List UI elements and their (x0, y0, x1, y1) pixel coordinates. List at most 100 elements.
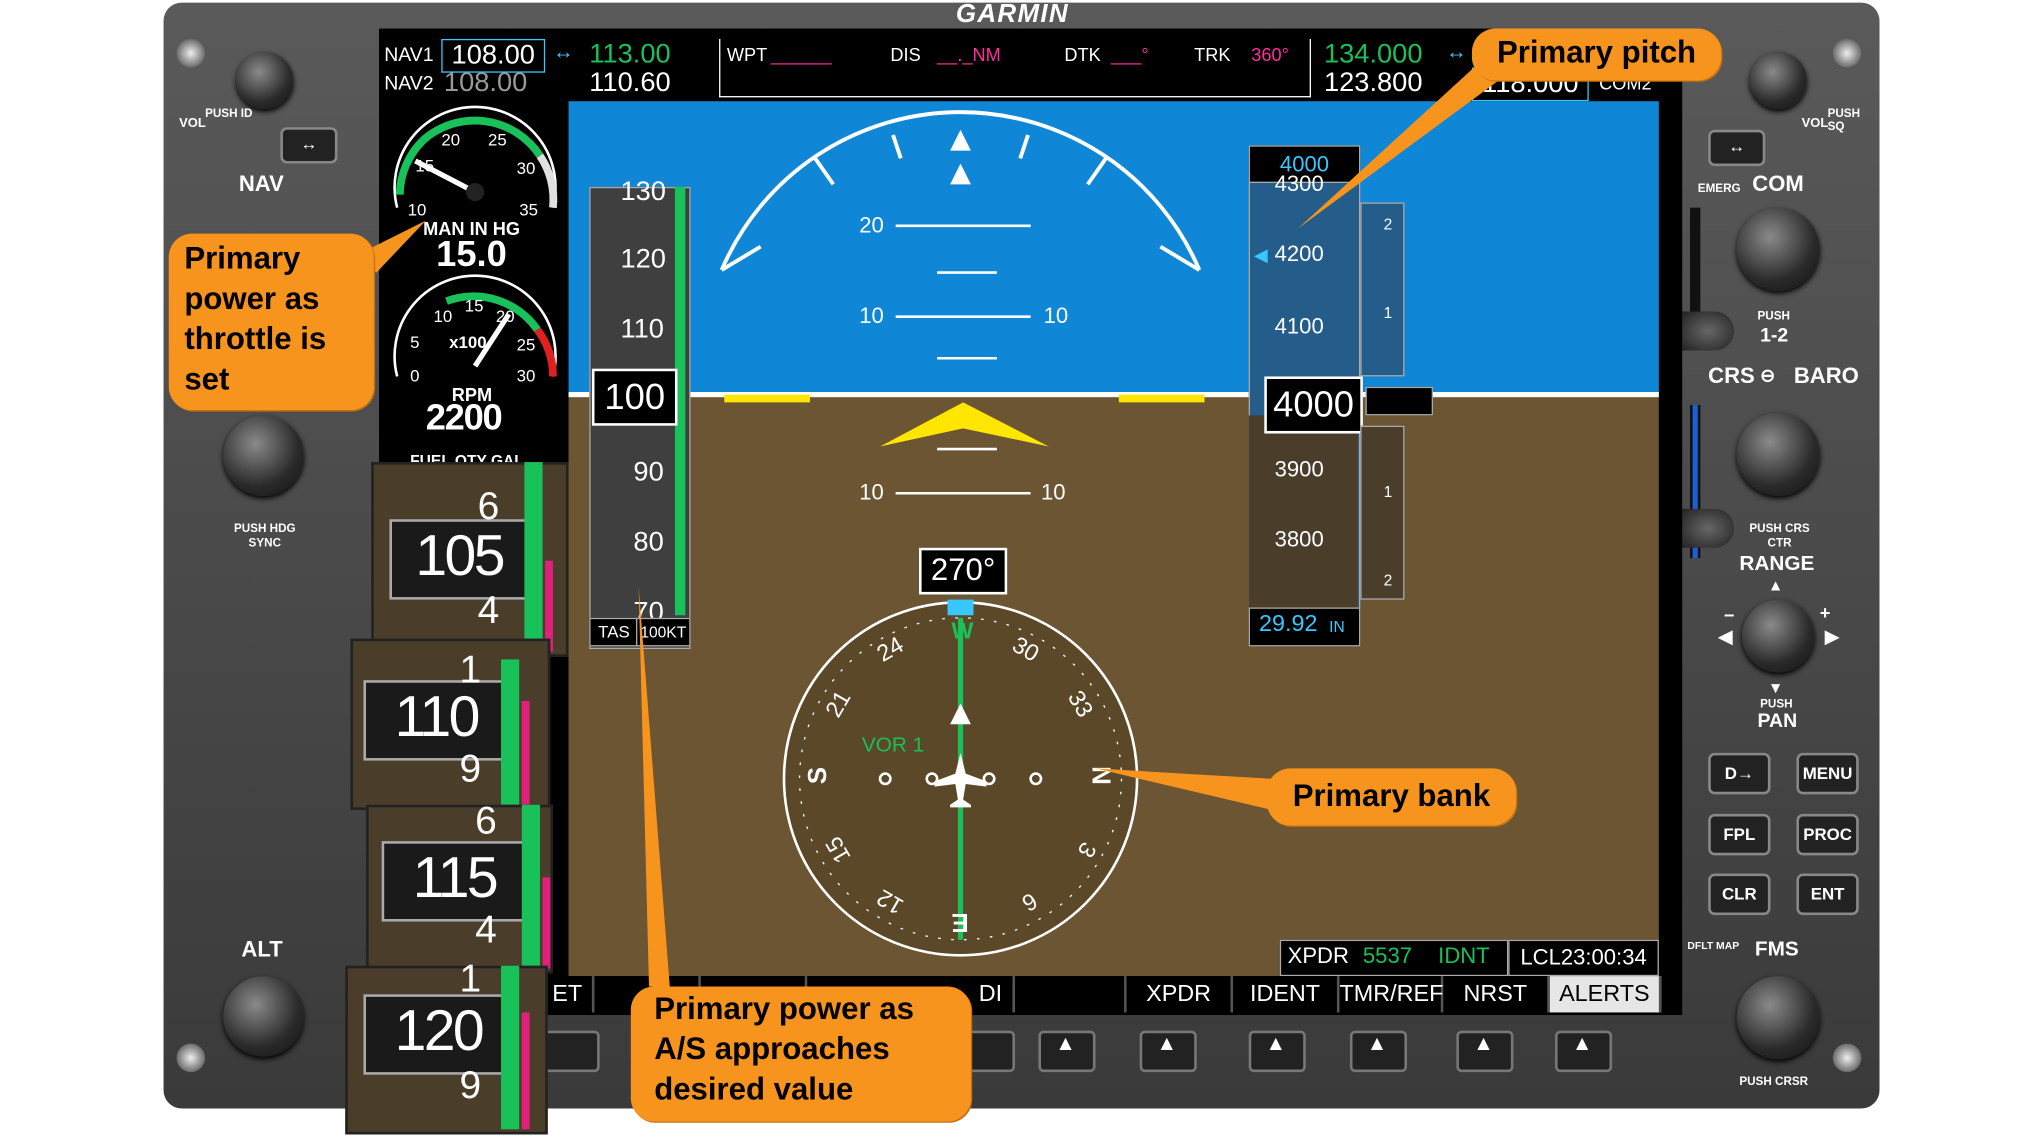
transponder-status-box (1279, 939, 1509, 977)
airspeed-tick-110: 110 (620, 314, 664, 344)
screw-top-left (176, 38, 206, 68)
baro-setting-box[interactable] (1248, 607, 1361, 647)
screw-top-right (1832, 38, 1862, 68)
vsi-tick-2-up: 2 (1383, 215, 1393, 234)
soft-button-6-arrow-icon: ▲ (1156, 1033, 1178, 1056)
screw-bottom-right (1832, 1043, 1862, 1073)
nav-swap-button[interactable]: ↔ (280, 127, 338, 164)
rpm-tick-15: 15 (464, 295, 484, 316)
callout-primary-power-throttle: Primary power as throttle is set (168, 233, 374, 411)
rpm-value: 2200 (425, 397, 503, 438)
baro-label: BARO (1793, 363, 1859, 389)
snapshot-3-trend (542, 877, 551, 969)
fms-knob[interactable] (1736, 976, 1820, 1060)
soft-button-6[interactable] (1139, 1030, 1197, 1073)
range-knob[interactable] (1741, 599, 1815, 673)
airspeed-green-arc (674, 186, 686, 616)
snapshot-4-top-digit: 1 (459, 957, 482, 1001)
map-tick-15: 15 (415, 155, 435, 176)
push-crs-ctr-label: PUSH CRS CTR (1749, 521, 1810, 550)
crs-baro-knob[interactable] (1736, 412, 1820, 496)
rpm-tick-0: 0 (410, 366, 420, 386)
pitch-label-10-right: 10 (1043, 303, 1069, 329)
menu-button[interactable]: MENU (1796, 752, 1859, 795)
nav-transfer-arrow-icon: ↔ (552, 41, 574, 64)
snapshot-1-bottom-digit: 4 (477, 589, 500, 633)
snapshot-2-top-digit: 1 (459, 649, 482, 692)
bank-pointer (1095, 768, 1273, 810)
roll-pointer-icon (950, 163, 971, 185)
softkey-1[interactable]: ET (542, 976, 595, 1013)
com-swap-button[interactable]: ↔ (1708, 129, 1766, 167)
soft-button-8-arrow-icon: ▲ (1366, 1033, 1388, 1056)
range-minus-icon: − (1723, 604, 1735, 626)
softkey-nrst[interactable]: NRST (1443, 976, 1550, 1013)
nav1-standby-frequency[interactable]: 113.00 (589, 38, 671, 69)
vsi-pointer (1365, 386, 1433, 416)
baro-unit: IN (1329, 617, 1345, 637)
tas-label: TAS (589, 617, 639, 647)
nav2-standby-frequency[interactable]: 110.60 (589, 67, 671, 98)
map-label: MAN IN HG (423, 218, 521, 239)
soft-button-9[interactable] (1456, 1030, 1514, 1073)
com2-active-frequency[interactable]: 123.800 (1323, 67, 1423, 98)
push-12-small: PUSH (1757, 308, 1790, 322)
clr-button[interactable]: CLR (1708, 873, 1771, 916)
softkey-5[interactable] (1020, 976, 1127, 1013)
xpdr-label: XPDR (1287, 943, 1349, 969)
selected-altitude[interactable]: 4000 (1248, 145, 1361, 185)
fpl-button[interactable]: FPL (1708, 813, 1771, 856)
range-down-arrow-icon: ▼ (1767, 678, 1784, 698)
softkey-xpdr[interactable]: XPDR (1126, 976, 1234, 1013)
map-tick-20: 20 (441, 129, 461, 150)
trk-label: TRK (1194, 44, 1231, 65)
rpm-tick-20: 20 (495, 306, 515, 326)
nav2-active-frequency[interactable]: 108.00 (443, 67, 528, 98)
snapshot-1-value: 105 (415, 524, 505, 588)
nav-volume-knob[interactable] (236, 51, 294, 110)
proc-button[interactable]: PROC (1796, 813, 1859, 856)
baro-slider-handle[interactable] (1682, 508, 1735, 548)
soft-button-10-arrow-icon: ▲ (1571, 1033, 1593, 1056)
softkey-ident[interactable]: IDENT (1233, 976, 1340, 1013)
map-value: 15.0 (436, 233, 507, 274)
attitude-sky (568, 101, 1659, 395)
altitude-tape-lower (1248, 415, 1358, 608)
com-volume-knob[interactable] (1749, 51, 1807, 110)
soft-button-7[interactable] (1248, 1030, 1306, 1073)
roll-index-icon (950, 129, 971, 151)
com-vol-label: VOL (1801, 116, 1829, 132)
com1-active-frequency[interactable]: 134.000 (1323, 38, 1423, 69)
pitch-label-20: 20 (859, 212, 884, 238)
soft-button-5[interactable] (1038, 1030, 1096, 1073)
nav1-active-frequency[interactable]: 108.00 (441, 38, 546, 73)
direct-to-button[interactable]: D→ (1708, 752, 1771, 795)
snapshot-4-value: 120 (394, 999, 485, 1064)
pitch-label-minus10-left: 10 (859, 480, 884, 505)
range-up-arrow-icon: ▲ (1767, 576, 1784, 595)
com-slider-handle[interactable] (1682, 311, 1735, 351)
airspeed-tick-90: 90 (633, 456, 664, 487)
soft-button-8[interactable] (1349, 1030, 1408, 1073)
softkey-tmr-ref[interactable]: TMR/REF (1339, 976, 1444, 1013)
rpm-label: RPM (451, 384, 493, 405)
vsi-tick-1-down: 1 (1383, 482, 1393, 502)
range-right-arrow-icon: ▶ (1824, 625, 1839, 647)
rpm-tick-30: 30 (516, 366, 536, 386)
snapshot-2-value: 110 (394, 685, 481, 749)
snapshot-4-readout-box (363, 994, 512, 1075)
ent-button[interactable]: ENT (1796, 873, 1859, 916)
pitch-pointer (1298, 62, 1506, 229)
alt-knob[interactable] (223, 976, 304, 1057)
softkey-alerts[interactable]: ALERTS (1549, 976, 1662, 1013)
soft-button-10[interactable] (1555, 1030, 1613, 1073)
snapshot-3-value: 115 (412, 846, 499, 910)
com-knob[interactable] (1736, 207, 1820, 291)
rpm-tick-10: 10 (433, 306, 453, 326)
hdg-knob[interactable] (223, 415, 304, 496)
altitude-tick-3900: 3900 (1274, 456, 1324, 482)
altitude-current: 4000 (1264, 376, 1363, 434)
emerg-label: EMERG (1697, 181, 1741, 195)
altitude-tick-4200: 4200 (1274, 241, 1324, 267)
snapshot-1-readout-box (389, 519, 538, 600)
